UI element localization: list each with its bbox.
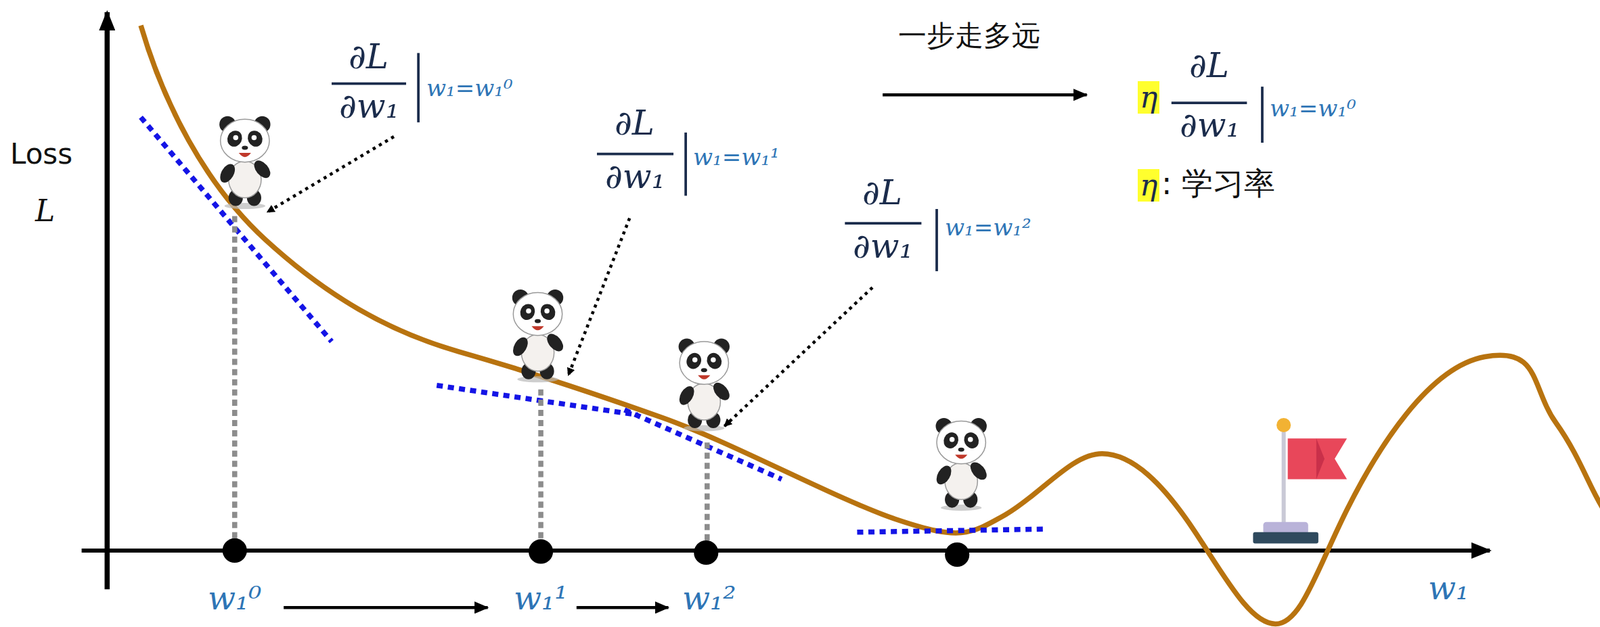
evaluation-point: w₁=w₁¹ bbox=[693, 144, 780, 170]
derivative-denominator: ∂w₁ bbox=[339, 87, 400, 126]
derivative-denominator: ∂w₁ bbox=[605, 158, 666, 196]
x-axis bbox=[81, 548, 1491, 553]
axis-title: w₁ bbox=[1428, 570, 1469, 607]
tangent-lines bbox=[140, 117, 1043, 532]
y-axis bbox=[104, 12, 111, 590]
leader-arrows bbox=[267, 136, 873, 427]
evaluation-point: w₁=w₁⁰ bbox=[426, 75, 514, 101]
step-question: 一步走多远 bbox=[898, 20, 1041, 52]
update-arrow bbox=[576, 606, 669, 610]
drop-lines bbox=[234, 216, 708, 541]
evaluation-point: w₁=w₁⁰ bbox=[1269, 96, 1357, 122]
derivative-denominator: ∂w₁ bbox=[1179, 106, 1240, 145]
derivative-numerator: ∂L bbox=[862, 174, 903, 212]
axis-tick-label: w₁⁰ bbox=[207, 580, 262, 617]
axis-points bbox=[222, 538, 970, 568]
update-arrow bbox=[283, 606, 488, 610]
evaluation-point: w₁=w₁² bbox=[944, 215, 1032, 241]
panda bbox=[510, 289, 567, 383]
math-bars bbox=[331, 52, 1263, 272]
panda bbox=[217, 116, 274, 210]
learning-rate-symbol: η bbox=[1137, 169, 1160, 202]
axis-tick-label: w₁² bbox=[682, 580, 737, 617]
derivative-denominator: ∂w₁ bbox=[852, 228, 914, 266]
panda bbox=[676, 338, 733, 432]
loss-curve bbox=[140, 25, 1600, 625]
learning-rate-symbol: η bbox=[1137, 81, 1160, 114]
step-arrow bbox=[882, 93, 1087, 97]
axis-tick-label: w₁¹ bbox=[513, 580, 568, 617]
derivative-numerator: ∂L bbox=[348, 38, 389, 76]
axis-symbol: L bbox=[35, 194, 55, 228]
derivative-numerator: ∂L bbox=[1189, 47, 1230, 85]
axis-title: Loss bbox=[10, 138, 73, 170]
goal-flag bbox=[1252, 418, 1347, 544]
derivative-numerator: ∂L bbox=[614, 104, 655, 143]
panda bbox=[933, 418, 990, 511]
learning-rate-text: : 学习率 bbox=[1161, 166, 1276, 202]
